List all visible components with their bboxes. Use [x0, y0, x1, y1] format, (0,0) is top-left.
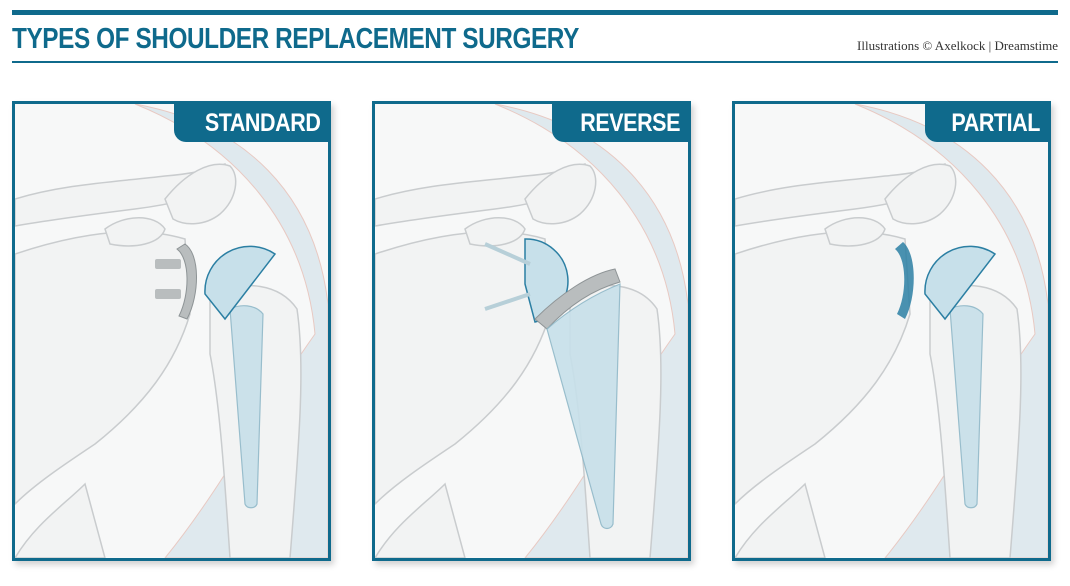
ribcage-shape: [375, 482, 466, 558]
panel-partial: PARTIAL: [732, 101, 1051, 561]
coracoid-shape: [104, 217, 166, 247]
humeral-stem: [546, 283, 621, 530]
humeral-stem: [949, 305, 984, 509]
panel-label-partial: PARTIAL: [925, 104, 1048, 142]
acromion-shape: [884, 163, 957, 225]
glenoid-component: [176, 243, 197, 320]
humeral-stem: [229, 305, 264, 509]
scapula-shape: [15, 231, 191, 506]
baseplate-screw-lower: [484, 292, 531, 311]
glenoid-peg-upper: [155, 259, 181, 269]
panel-label-standard: STANDARD: [173, 104, 328, 142]
acromion-shape: [524, 163, 597, 225]
baseplate-screw-upper: [484, 242, 531, 266]
ribcage-shape: [735, 482, 826, 558]
coracoid-shape: [824, 217, 886, 247]
ribcage-shape: [15, 482, 106, 558]
reverse-shoulder-illustration: [375, 104, 688, 558]
humeral-head: [924, 245, 997, 321]
panel-label-reverse: REVERSE: [552, 104, 688, 142]
header-bottom-rule: [12, 61, 1058, 63]
image-credit: Illustrations © Axelkock | Dreamstime: [857, 38, 1058, 53]
acromion-shape: [164, 163, 237, 225]
humeral-cup-liner: [534, 268, 621, 330]
humeral-head: [204, 245, 277, 321]
partial-shoulder-illustration: [735, 104, 1048, 558]
scapula-shape: [735, 231, 911, 506]
panel-reverse: REVERSE: [372, 101, 691, 561]
panel-standard: STANDARD: [12, 101, 331, 561]
glenoid-peg-lower: [155, 289, 181, 299]
standard-shoulder-illustration: [15, 104, 328, 558]
native-glenoid-edge: [895, 242, 914, 319]
page-title: TYPES OF SHOULDER REPLACEMENT SURGERY: [12, 23, 579, 55]
header-top-rule: [12, 10, 1058, 15]
